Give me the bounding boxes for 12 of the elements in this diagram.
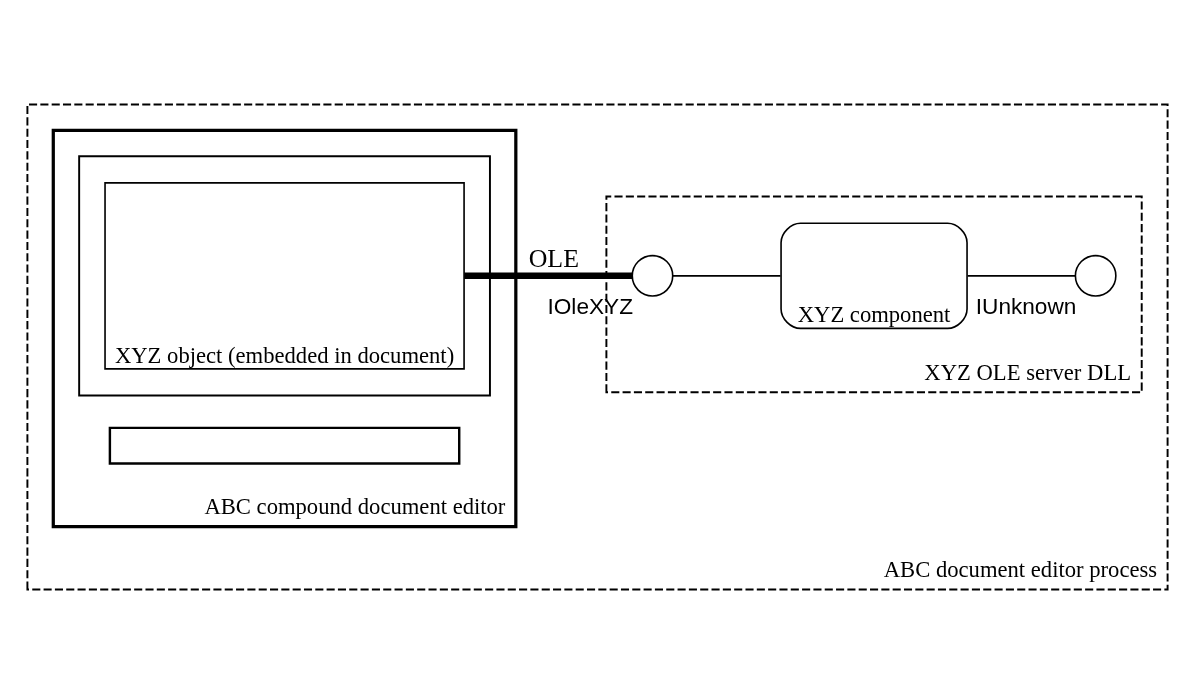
edge-label: OLE <box>528 244 579 274</box>
cluster <box>78 155 491 397</box>
node-box: XYZ object (embedded in document) <box>104 182 465 370</box>
connector <box>966 275 1076 277</box>
connector <box>464 272 633 280</box>
node-box <box>108 426 461 465</box>
node-circle <box>631 254 674 297</box>
node-circle <box>1074 254 1117 297</box>
connector <box>671 275 782 277</box>
node-box: XYZ component <box>780 222 968 330</box>
node-label: IOleXYZ <box>547 294 633 320</box>
node-label: IUnknown <box>975 294 1077 320</box>
